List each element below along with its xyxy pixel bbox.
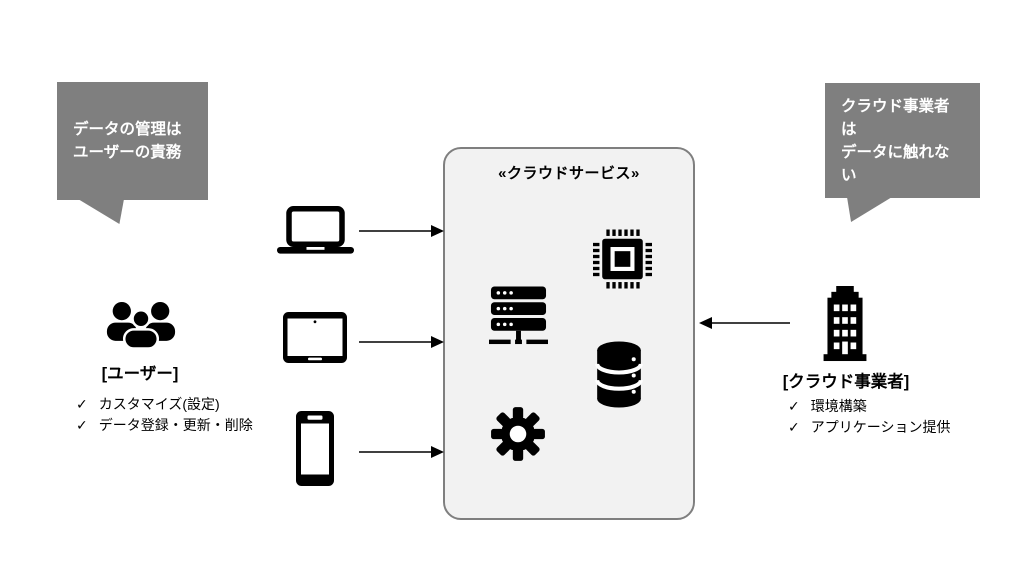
laptop-icon xyxy=(277,206,354,254)
check-icon: ✓ xyxy=(788,398,800,414)
callout-line: クラウド事業者は xyxy=(841,97,950,138)
building-icon xyxy=(823,286,867,362)
check-icon: ✓ xyxy=(788,419,800,435)
arrow-laptop-to-cloud xyxy=(359,225,444,237)
cpu-icon xyxy=(593,229,652,289)
list-item: ✓ データ登録・更新・削除 xyxy=(76,415,253,436)
provider-task-list: ✓ 環境構築 ✓ アプリケーション提供 xyxy=(788,396,950,438)
arrow-tablet-to-cloud xyxy=(359,336,444,348)
user-task-list: ✓ カスタマイズ(設定) ✓ データ登録・更新・削除 xyxy=(76,394,253,436)
server-icon xyxy=(489,286,548,345)
list-item-text: 環境構築 xyxy=(810,398,867,414)
user-group-label: [ユーザー] xyxy=(101,365,179,383)
tablet-icon xyxy=(283,312,347,363)
callout-line: データの管理は xyxy=(73,121,182,138)
callout-line: データに触れない xyxy=(841,143,950,184)
provider-group-label: [クラウド事業者] xyxy=(782,373,910,391)
provider-restriction-callout: クラウド事業者は データに触れない xyxy=(825,83,980,198)
arrow-phone-to-cloud xyxy=(359,446,444,458)
list-item: ✓ カスタマイズ(設定) xyxy=(76,394,253,415)
list-item: ✓ アプリケーション提供 xyxy=(788,417,950,438)
list-item-text: アプリケーション提供 xyxy=(810,419,951,435)
check-icon: ✓ xyxy=(76,417,88,433)
check-icon: ✓ xyxy=(76,396,88,412)
arrow-provider-to-cloud xyxy=(699,317,790,329)
cloud-service-box: «クラウドサービス» xyxy=(443,147,695,520)
callout-tail xyxy=(78,199,124,224)
callout-tail xyxy=(847,197,892,222)
list-item: ✓ 環境構築 xyxy=(788,396,950,417)
list-item-text: カスタマイズ(設定) xyxy=(98,396,220,412)
users-icon xyxy=(106,301,176,349)
cloud-service-title: «クラウドサービス» xyxy=(498,165,640,182)
user-responsibility-callout: データの管理は ユーザーの責務 xyxy=(57,82,208,200)
database-icon xyxy=(595,341,643,408)
callout-line: ユーザーの責務 xyxy=(73,144,182,161)
smartphone-icon xyxy=(296,411,334,486)
list-item-text: データ登録・更新・削除 xyxy=(98,417,253,433)
gear-icon xyxy=(491,407,545,461)
